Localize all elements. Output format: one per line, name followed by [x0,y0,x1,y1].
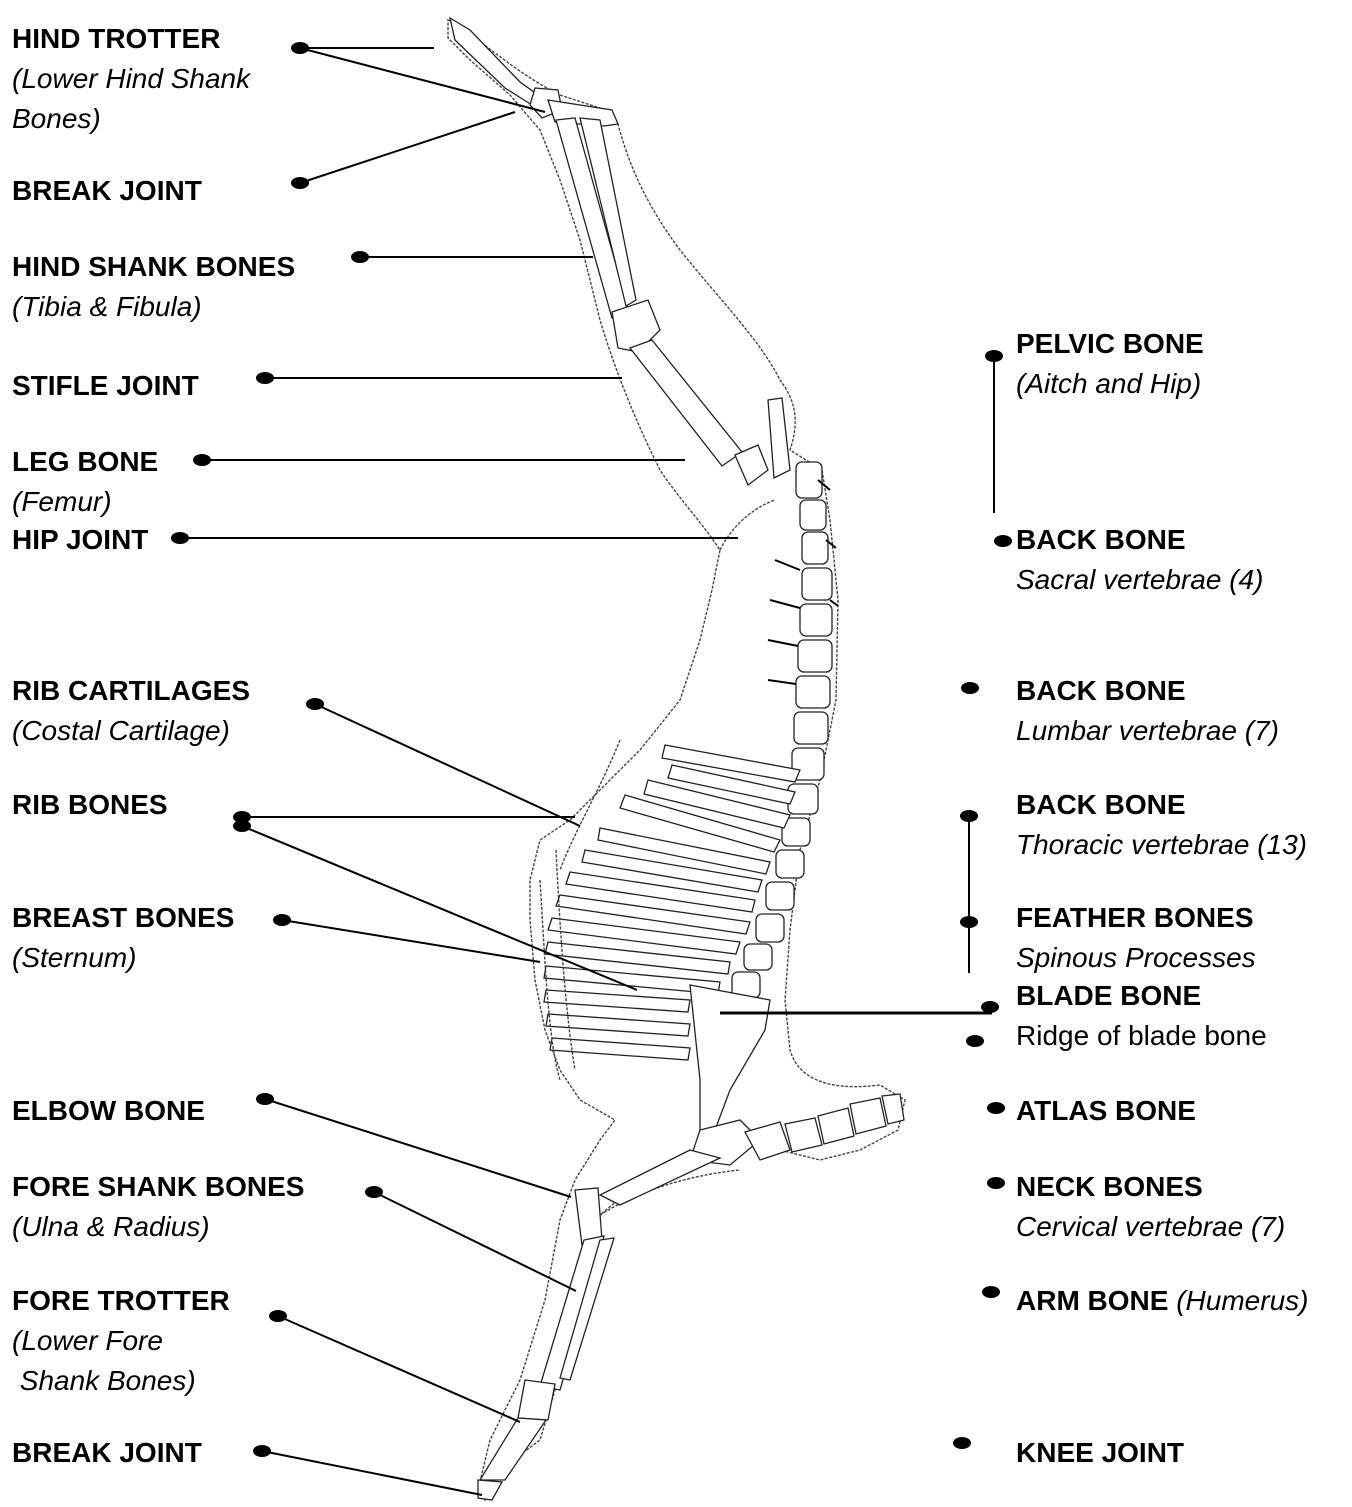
label-name: PELVIC BONE [1016,324,1204,364]
label-name: ELBOW BONE [12,1091,205,1131]
label-name: Ridge of blade bone [1016,1016,1267,1056]
label-sub: (Humerus) [1176,1285,1308,1316]
label-feather-bones: FEATHER BONES Spinous Processes [1016,898,1256,978]
label-name: BACK BONE [1016,671,1279,711]
label-sub: Shank Bones) [12,1361,230,1401]
label-break-joint-hind: BREAK JOINT [12,171,202,211]
label-name: HIND SHANK BONES [12,247,295,287]
label-sub: Thoracic vertebrae (13) [1016,825,1307,865]
label-leg-bone: LEG BONE (Femur) [12,442,158,522]
forequarter-bones [600,985,904,1205]
label-name: HIND TROTTER [12,19,250,59]
label-blade-bone: BLADE BONE [1016,976,1201,1016]
label-neck-bones: NECK BONES Cervical vertebrae (7) [1016,1167,1285,1247]
label-sub: (Lower Hind Shank [12,59,250,99]
label-sub: (Costal Cartilage) [12,711,250,751]
label-back-bone-sacral: BACK BONE Sacral vertebrae (4) [1016,520,1263,600]
label-fore-trotter: FORE TROTTER (Lower Fore Shank Bones) [12,1281,230,1401]
label-name: ATLAS BONE [1016,1091,1196,1131]
label-sub: (Sternum) [12,938,234,978]
label-sub: Bones) [12,99,250,139]
label-break-joint-fore: BREAK JOINT [12,1433,202,1473]
label-name: NECK BONES [1016,1167,1285,1207]
label-sub: (Tibia & Fibula) [12,287,295,327]
label-rib-cartilages: RIB CARTILAGES (Costal Cartilage) [12,671,250,751]
label-name: HIP JOINT [12,520,148,560]
label-atlas-bone: ATLAS BONE [1016,1091,1196,1131]
label-ridge-of-blade-bone: Ridge of blade bone [1016,1016,1267,1056]
label-stifle-joint: STIFLE JOINT [12,366,199,406]
label-name: FORE SHANK BONES [12,1167,304,1207]
label-sub: Lumbar vertebrae (7) [1016,711,1279,751]
label-name: BLADE BONE [1016,976,1201,1016]
label-name: KNEE JOINT [1016,1433,1184,1473]
label-name: RIB CARTILAGES [12,671,250,711]
label-sub: (Femur) [12,482,158,522]
label-name: ARM BONE [1016,1285,1168,1316]
vertebral-column [732,462,838,998]
fore-limb-bones [478,1188,614,1500]
label-name: BACK BONE [1016,785,1307,825]
label-fore-shank-bones: FORE SHANK BONES (Ulna & Radius) [12,1167,304,1247]
label-sub: (Ulna & Radius) [12,1207,304,1247]
label-sub: (Aitch and Hip) [1016,364,1204,404]
label-name: BREAK JOINT [12,1433,202,1473]
label-back-bone-thoracic: BACK BONE Thoracic vertebrae (13) [1016,785,1307,865]
label-breast-bones: BREAST BONES (Sternum) [12,898,234,978]
label-knee-joint: KNEE JOINT [1016,1433,1184,1473]
label-back-bone-lumbar: BACK BONE Lumbar vertebrae (7) [1016,671,1279,751]
label-sub: Spinous Processes [1016,938,1256,978]
label-name: RIB BONES [12,785,168,825]
label-sub: (Lower Fore [12,1321,230,1361]
label-arm-bone: ARM BONE (Humerus) [1016,1281,1308,1321]
right-leader-dots [953,350,1012,1449]
label-hip-joint: HIP JOINT [12,520,148,560]
label-elbow-bone: ELBOW BONE [12,1091,205,1131]
label-sub: Cervical vertebrae (7) [1016,1207,1285,1247]
label-rib-bones: RIB BONES [12,785,168,825]
label-name: BREAST BONES [12,898,234,938]
label-name: STIFLE JOINT [12,366,199,406]
label-name: FEATHER BONES [1016,898,1256,938]
label-name: BREAK JOINT [12,171,202,211]
label-sub: Sacral vertebrae (4) [1016,560,1263,600]
label-name: LEG BONE [12,442,158,482]
label-name: BACK BONE [1016,520,1263,560]
label-hind-trotter: HIND TROTTER (Lower Hind Shank Bones) [12,19,250,139]
label-hind-shank-bones: HIND SHANK BONES (Tibia & Fibula) [12,247,295,327]
label-name: FORE TROTTER [12,1281,230,1321]
label-pelvic-bone: PELVIC BONE (Aitch and Hip) [1016,324,1204,404]
